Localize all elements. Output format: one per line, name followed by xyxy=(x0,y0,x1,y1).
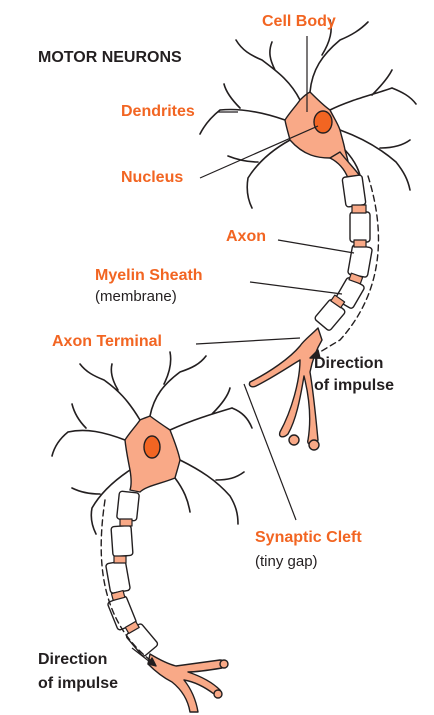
top-nucleus xyxy=(314,111,332,133)
leader-axon xyxy=(278,240,354,253)
leader-nucleus xyxy=(200,126,318,178)
label-synaptic-cleft: Synaptic Cleft xyxy=(255,530,362,546)
label-direction-bottom-line2: of impulse xyxy=(38,676,118,692)
label-nucleus: Nucleus xyxy=(121,170,183,186)
label-direction-top-line1: Direction xyxy=(314,356,383,372)
top-myelin-sheath xyxy=(314,175,372,332)
label-synaptic-cleft-note: (tiny gap) xyxy=(255,554,318,569)
bottom-axon-terminal xyxy=(148,654,226,712)
diagram-title: MOTOR NEURONS xyxy=(38,50,182,66)
label-myelin-sheath-note: (membrane) xyxy=(95,289,177,304)
label-cell-body: Cell Body xyxy=(262,14,336,30)
bottom-nucleus xyxy=(144,436,160,458)
label-dendrites: Dendrites xyxy=(121,104,195,120)
label-direction-bottom-line1: Direction xyxy=(38,652,107,668)
label-direction-top-line2: of impulse xyxy=(314,378,394,394)
label-axon-terminal: Axon Terminal xyxy=(52,334,162,350)
leader-synaptic-cleft xyxy=(244,384,296,520)
leader-axon-terminal xyxy=(196,338,300,344)
label-axon: Axon xyxy=(226,229,266,245)
leader-myelin-sheath xyxy=(250,282,342,294)
label-myelin-sheath: Myelin Sheath xyxy=(95,268,203,284)
